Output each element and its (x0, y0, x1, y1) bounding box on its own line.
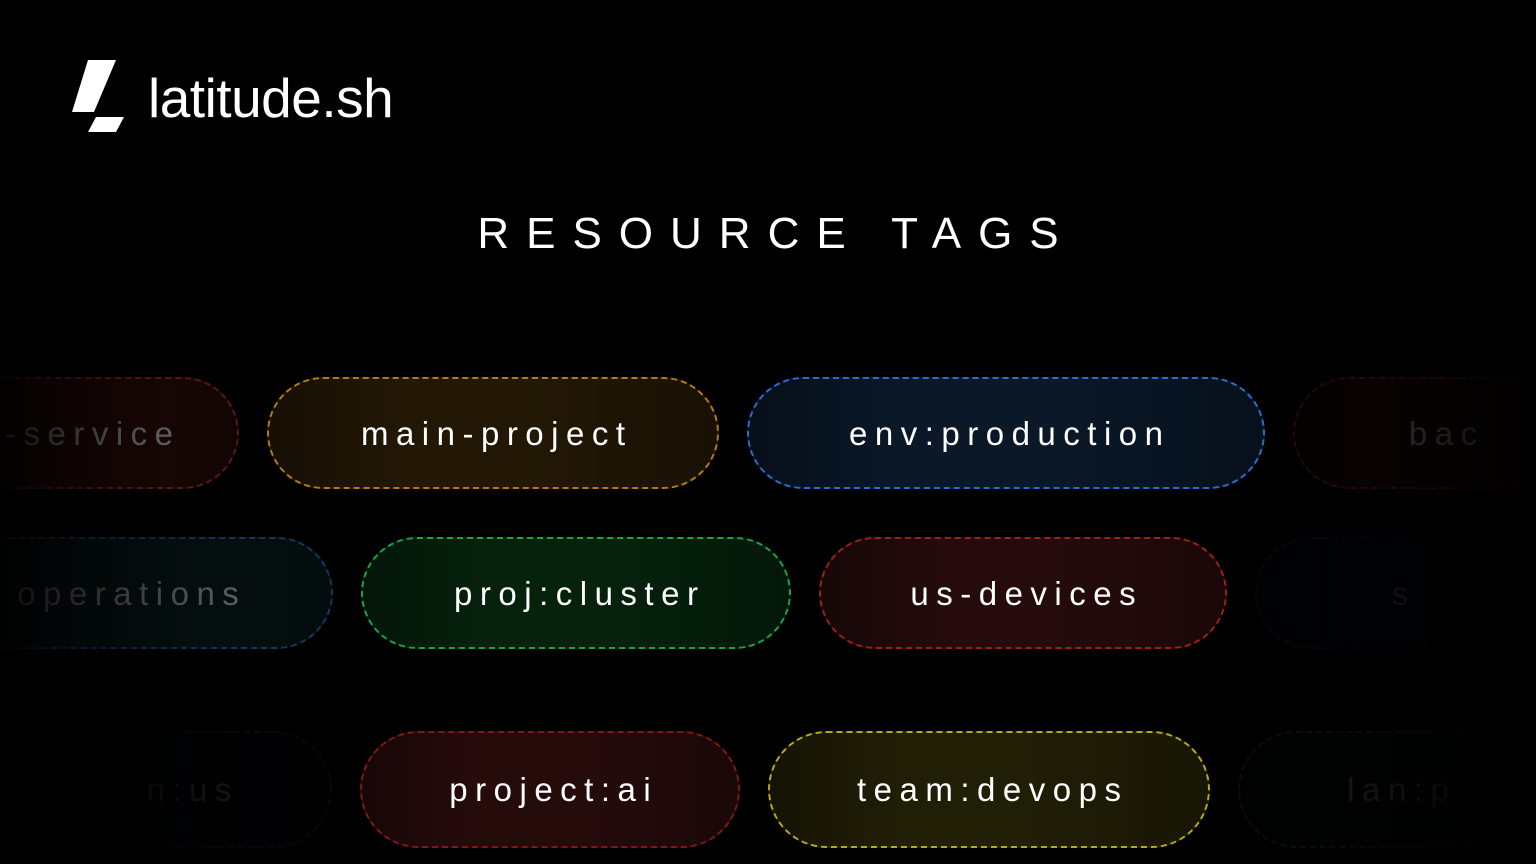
resource-tag-chip[interactable]: team:devops (768, 731, 1210, 848)
brand-wordmark: latitude.sh (148, 66, 394, 129)
resource-tag-label: -service (4, 414, 181, 452)
latitude-l-mark-icon (72, 60, 124, 132)
resource-tag-chip[interactable]: proj:cluster (361, 537, 791, 649)
resource-tag-label: us-devices (910, 574, 1144, 612)
resource-tag-label: proj:cluster (454, 574, 706, 612)
resource-tag-chip[interactable]: operations (0, 535, 333, 651)
resource-tag-label: project:ai (449, 771, 659, 808)
resource-tag-chip[interactable]: project:ai (360, 731, 740, 848)
resource-tag-label: team:devops (857, 771, 1129, 808)
resource-tag-label: operations (17, 574, 247, 612)
tag-row: n:us project:ai team:devops lan:p (34, 729, 1536, 850)
resource-tag-label: main-project (360, 414, 633, 452)
resource-tag-chip[interactable]: us-devices (819, 537, 1227, 649)
resource-tag-chip[interactable]: bac (1293, 375, 1536, 491)
resource-tag-label: bac (1408, 414, 1485, 452)
brand-logo[interactable]: latitude.sh (70, 56, 394, 136)
tag-row: -service main-project env:production bac (0, 375, 1536, 491)
resource-tag-chip[interactable]: s (1255, 535, 1536, 651)
resource-tag-chip[interactable]: lan:p (1238, 729, 1536, 850)
resource-tag-label: lan:p (1347, 771, 1457, 808)
tag-cloud: -service main-project env:production bac op… (0, 360, 1536, 864)
tag-row: operations proj:cluster us-devices s (0, 535, 1536, 651)
resource-tag-label: s (1391, 574, 1416, 612)
resource-tag-chip[interactable]: -service (0, 375, 239, 491)
resource-tag-label: env:production (849, 414, 1171, 452)
page-title: RESOURCE TAGS (477, 209, 1076, 258)
resource-tag-chip[interactable]: main-project (267, 377, 719, 489)
resource-tag-chip[interactable]: n:us (44, 729, 332, 850)
resource-tag-label: n:us (146, 771, 239, 808)
resource-tag-chip[interactable]: env:production (747, 377, 1265, 489)
